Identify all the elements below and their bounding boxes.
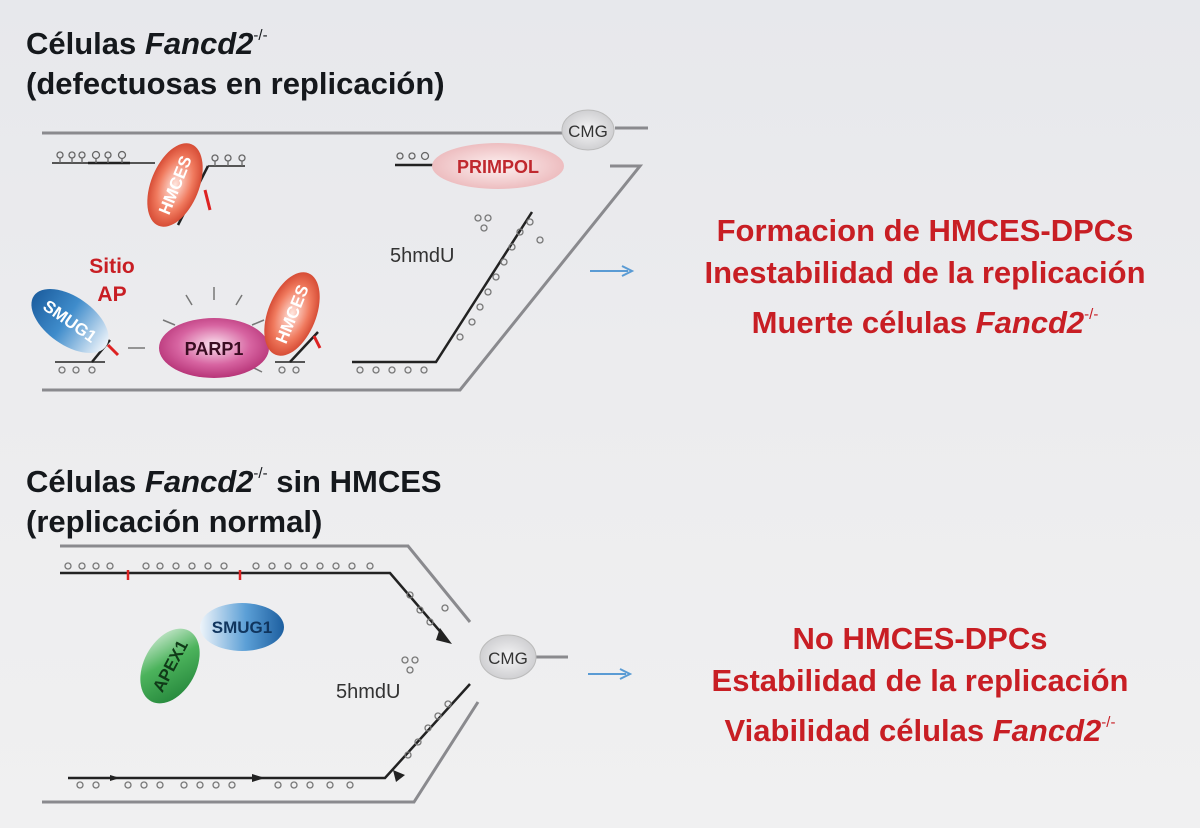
bottom-result-gene: Fancd2 (992, 713, 1102, 748)
ap-label: AP (97, 283, 126, 306)
top-left-template (52, 161, 245, 226)
top-lower-template (55, 331, 322, 374)
bottom-heading-gene: Fancd2 (144, 464, 254, 499)
top-heading-gene: Fancd2 (144, 26, 254, 61)
top-result-gene: Fancd2 (975, 305, 1085, 340)
bottom-heading-sup: -/- (253, 465, 268, 482)
base-5hmdu-top: 5hmdU (390, 245, 454, 267)
top-leading-strand (352, 211, 544, 374)
top-panel-heading: Células Fancd2-/- (defectuosas en replic… (26, 16, 445, 104)
bottom-result-line3: Viabilidad células (724, 713, 993, 748)
bottom-heading-subtitle: (replicación normal) (26, 504, 323, 539)
base-5hmdu-bottom: 5hmdU (336, 681, 400, 703)
top-result-line1: Formacion de HMCES-DPCs (716, 213, 1134, 248)
apex1-protein: APEX1 (140, 628, 200, 704)
top-result-line3: Muerte células (751, 305, 976, 340)
top-heading-sup: -/- (253, 27, 268, 44)
bottom-panel-heading: Células Fancd2-/- sin HMCES (replicación… (26, 454, 442, 542)
bottom-result-arrow (588, 668, 633, 680)
free-nucleotides-bottom (401, 656, 419, 674)
primpol-protein: PRIMPOL (432, 143, 564, 189)
bottom-results: No HMCES-DPCs Estabilidad de la replicac… (660, 618, 1180, 752)
smug1-protein-bottom: SMUG1 (200, 603, 284, 651)
bottom-upper-strand (60, 562, 452, 644)
cmg-top-label: CMG (568, 122, 608, 141)
top-heading-prefix: Células (26, 26, 145, 61)
smug1-bottom-label: SMUG1 (212, 618, 272, 637)
top-result-arrow (590, 265, 635, 277)
parp1-protein: PARP1 (128, 287, 269, 378)
top-results: Formacion de HMCES-DPCs Inestabilidad de… (650, 210, 1200, 344)
bottom-result-line2: Estabilidad de la replicación (711, 663, 1129, 698)
top-heading-subtitle: (defectuosas en replicación) (26, 66, 445, 101)
cmg-helicase-top: CMG (561, 109, 615, 151)
top-result-line2: Inestabilidad de la replicación (704, 255, 1146, 290)
bottom-heading-suffix: sin HMCES (267, 464, 442, 499)
top-dna-strands (42, 126, 648, 392)
bottom-dna-strands (42, 544, 568, 804)
sitio-label: Sitio (89, 255, 135, 278)
bottom-lower-strand (68, 683, 471, 789)
top-result-sup: -/- (1084, 306, 1099, 323)
primpol-label: PRIMPOL (457, 157, 539, 177)
top-left-base-dots (56, 150, 246, 162)
parp1-label: PARP1 (185, 339, 244, 359)
cmg-helicase-bottom: CMG (479, 634, 537, 680)
top-left-base-stems (59, 158, 243, 166)
bottom-heading-prefix: Células (26, 464, 145, 499)
cmg-bottom-label: CMG (488, 649, 528, 668)
hmces-protein-bottom: HMCES (264, 272, 320, 356)
bottom-result-sup: -/- (1101, 714, 1116, 731)
hmces-protein-top: HMCES (147, 143, 203, 227)
bottom-result-line1: No HMCES-DPCs (792, 621, 1048, 656)
